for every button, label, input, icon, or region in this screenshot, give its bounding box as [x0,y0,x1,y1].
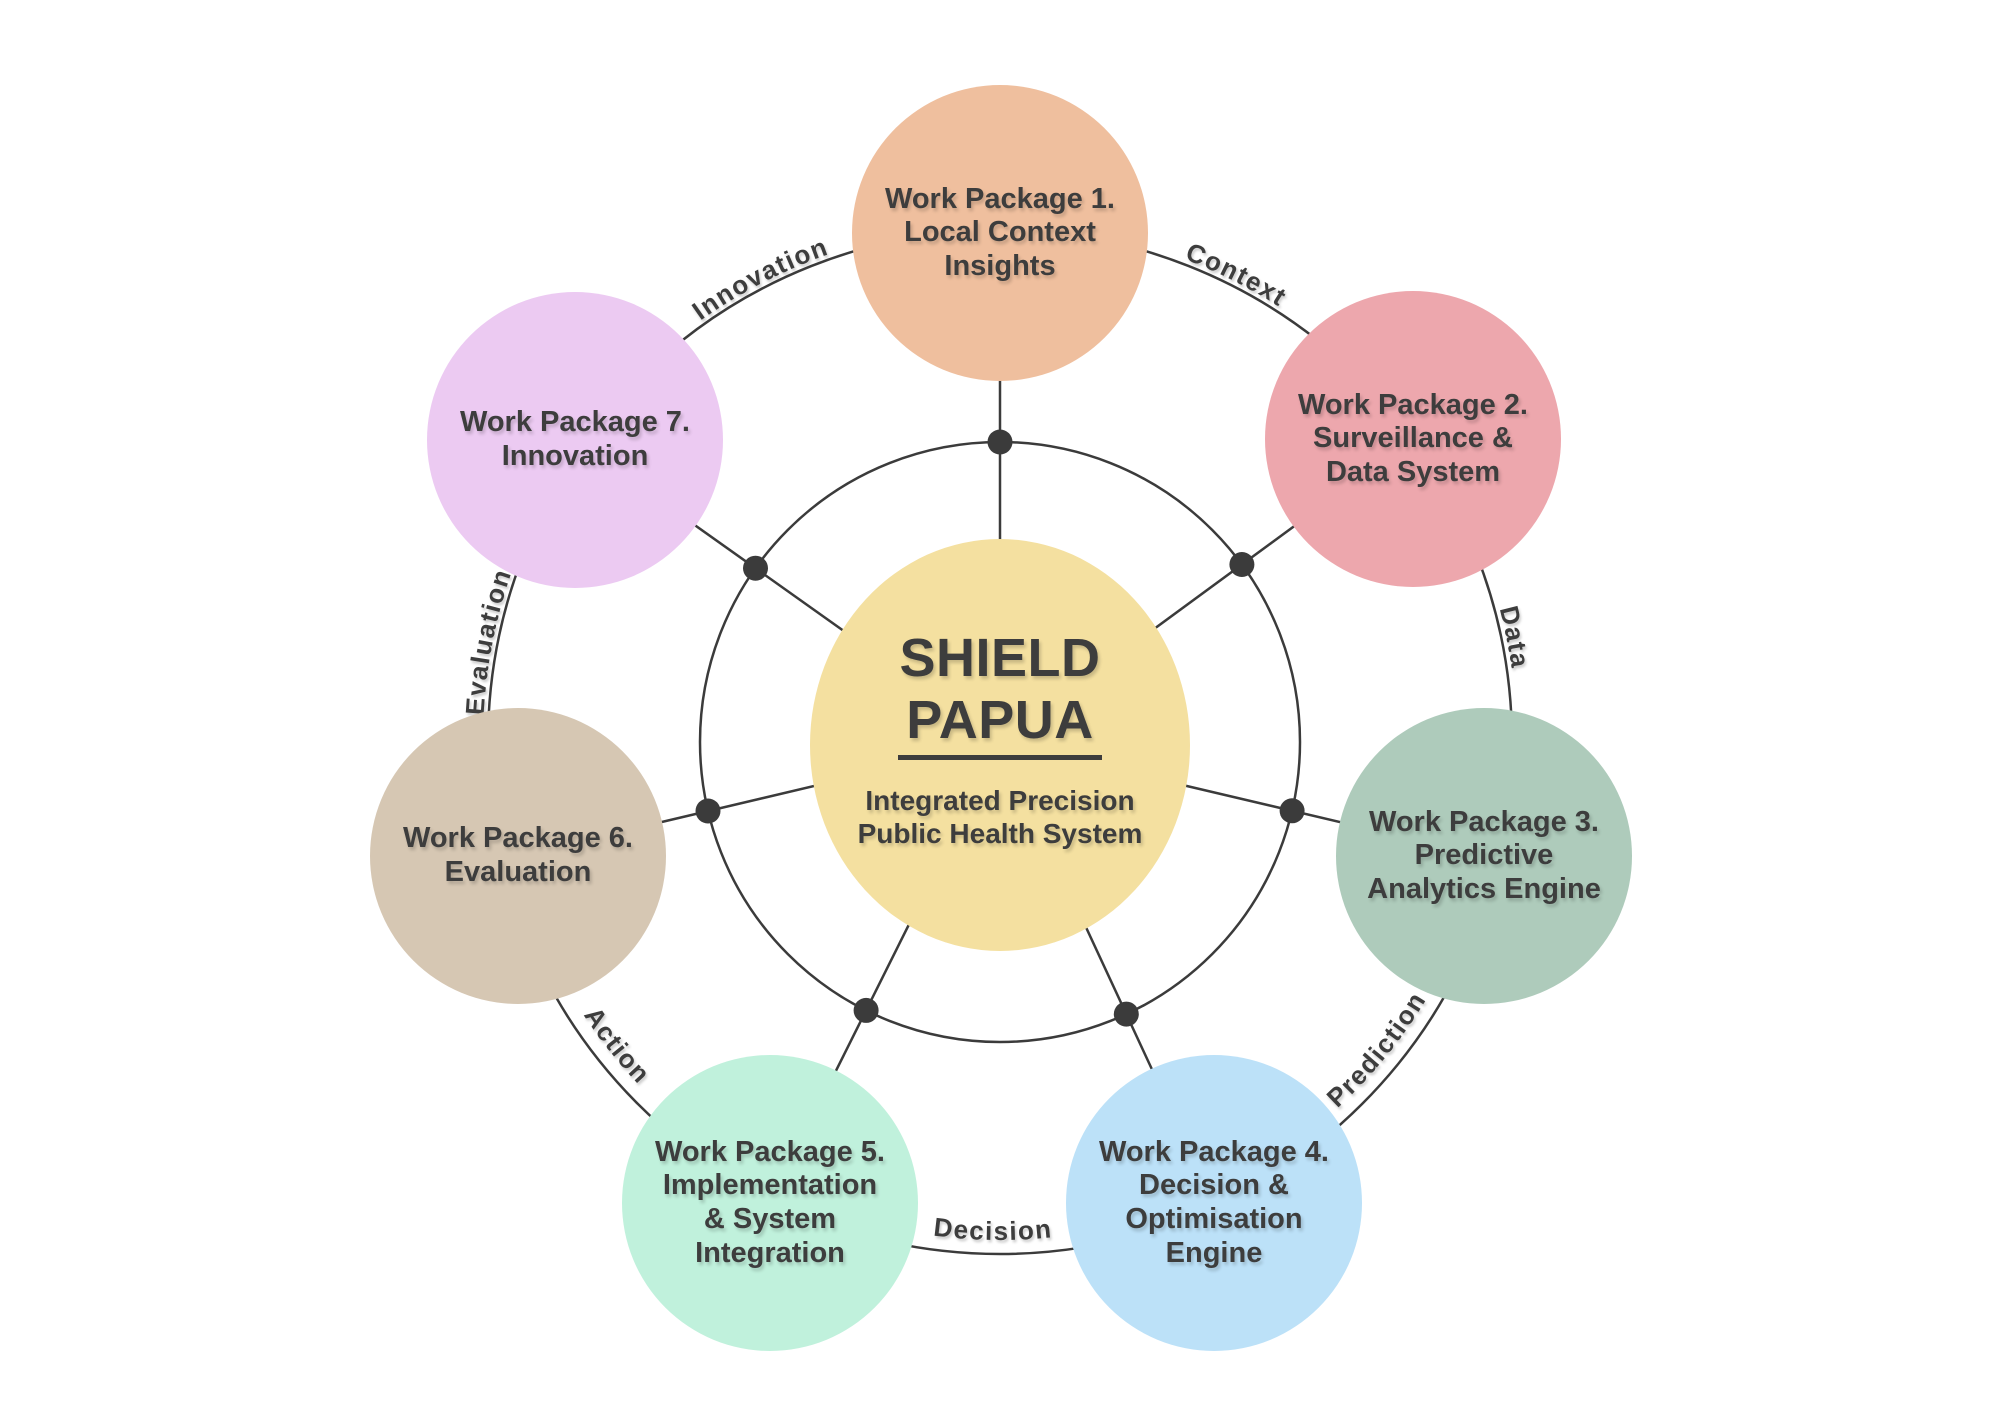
wp7-label: Work Package 7. Innovation [460,406,690,472]
wp6-circle: Work Package 6. Evaluation [370,708,666,1004]
ring-label-innovation-text: Innovation [687,231,833,326]
ring-label-data: Data [1494,603,1534,671]
wp4-label: Work Package 4. Decision & Optimisation … [1099,1135,1329,1269]
wp2-circle: Work Package 2. Surveillance & Data Syst… [1265,291,1561,587]
connector-dot-wp4 [1113,1001,1139,1027]
center-subtitle: Integrated Precision Public Health Syste… [857,785,1143,850]
connector-dot-wp6 [695,798,721,824]
ring-label-prediction: Prediction [1321,986,1431,1113]
center-title-papua: PAPUA [898,690,1102,761]
ring-label-action-text: Action [578,1001,656,1089]
wp1-label: Work Package 1. Local Context Insights [885,182,1115,282]
connector-dot-wp7 [743,555,768,581]
center-circle: SHIELD PAPUA Integrated Precision Public… [810,539,1190,951]
connector-dot-wp2 [1229,552,1255,577]
wp3-circle: Work Package 3. Predictive Analytics Eng… [1336,708,1632,1004]
wp4-circle: Work Package 4. Decision & Optimisation … [1066,1055,1362,1351]
wp6-label: Work Package 6. Evaluation [403,822,633,888]
ring-label-decision: Decision [932,1212,1052,1246]
wp5-label: Work Package 5. Implementation & System … [655,1135,885,1269]
connector-dot-wp1 [987,429,1013,455]
ring-label-innovation: Innovation [687,231,831,326]
ring-label-action: Action [578,1001,655,1089]
ring-label-prediction-text: Prediction [1321,986,1432,1113]
ring-label-evaluation-text: Evaluation [460,565,518,716]
connector-dot-wp3 [1279,798,1305,824]
center-text-block: SHIELD PAPUA Integrated Precision Public… [858,628,1143,851]
ring-label-context: Context [1182,237,1291,313]
wp5-circle: Work Package 5. Implementation & System … [622,1055,918,1351]
connector-dot-wp5 [853,997,879,1023]
ring-label-context-text: Context [1182,237,1293,313]
wp7-circle: Work Package 7. Innovation [427,292,723,588]
center-title-shield: SHIELD [899,627,1101,688]
wp1-circle: Work Package 1. Local Context Insights [852,85,1148,381]
ring-label-decision-text: Decision [932,1212,1053,1246]
ring-label-data-text: Data [1494,603,1536,671]
ring-label-evaluation: Evaluation [460,565,516,716]
wp3-label: Work Package 3. Predictive Analytics Eng… [1367,805,1601,905]
wp2-label: Work Package 2. Surveillance & Data Syst… [1298,388,1528,488]
